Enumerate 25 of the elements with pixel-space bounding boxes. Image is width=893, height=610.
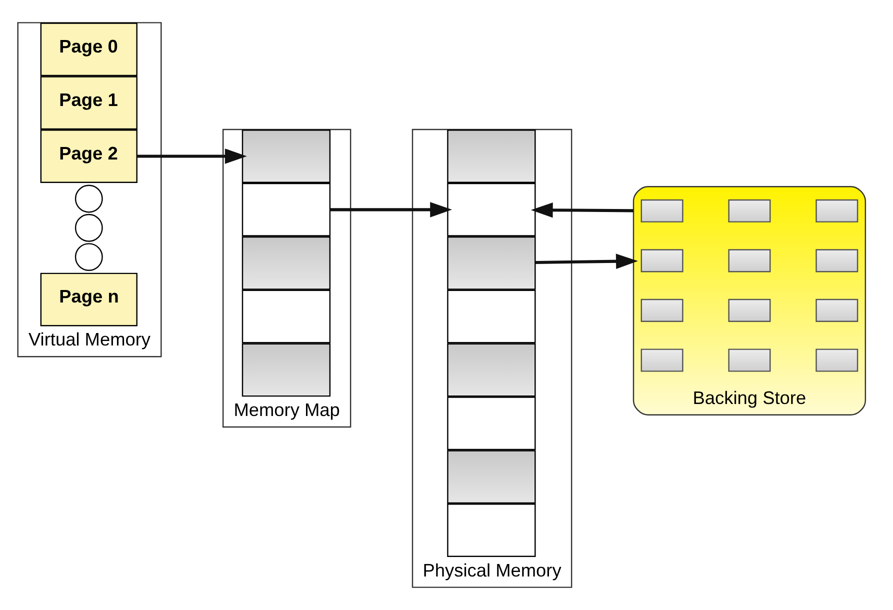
cluster: Backing Store <box>632 186 866 416</box>
node-box: Page 1 <box>40 76 138 130</box>
arrow <box>530 202 634 218</box>
node-box <box>242 182 331 236</box>
node-circle <box>74 184 103 213</box>
node-box <box>242 343 331 397</box>
node-box <box>242 236 331 290</box>
node-box <box>447 504 536 557</box>
arrow <box>536 254 638 269</box>
node-circle <box>74 243 103 271</box>
node-box: Page 0 <box>40 22 138 76</box>
node-box <box>447 290 536 344</box>
node-box <box>447 450 536 504</box>
node-box <box>447 343 536 397</box>
node-box <box>242 130 331 183</box>
node-box <box>447 130 536 183</box>
node-box <box>447 182 536 236</box>
arrow <box>137 148 247 164</box>
node-box <box>242 290 331 344</box>
node-box <box>447 236 536 290</box>
node-box: Page n <box>40 272 138 326</box>
node-box: Page 2 <box>40 130 138 183</box>
node-circle <box>74 214 103 242</box>
arrow <box>330 202 452 218</box>
node-box <box>447 396 536 450</box>
